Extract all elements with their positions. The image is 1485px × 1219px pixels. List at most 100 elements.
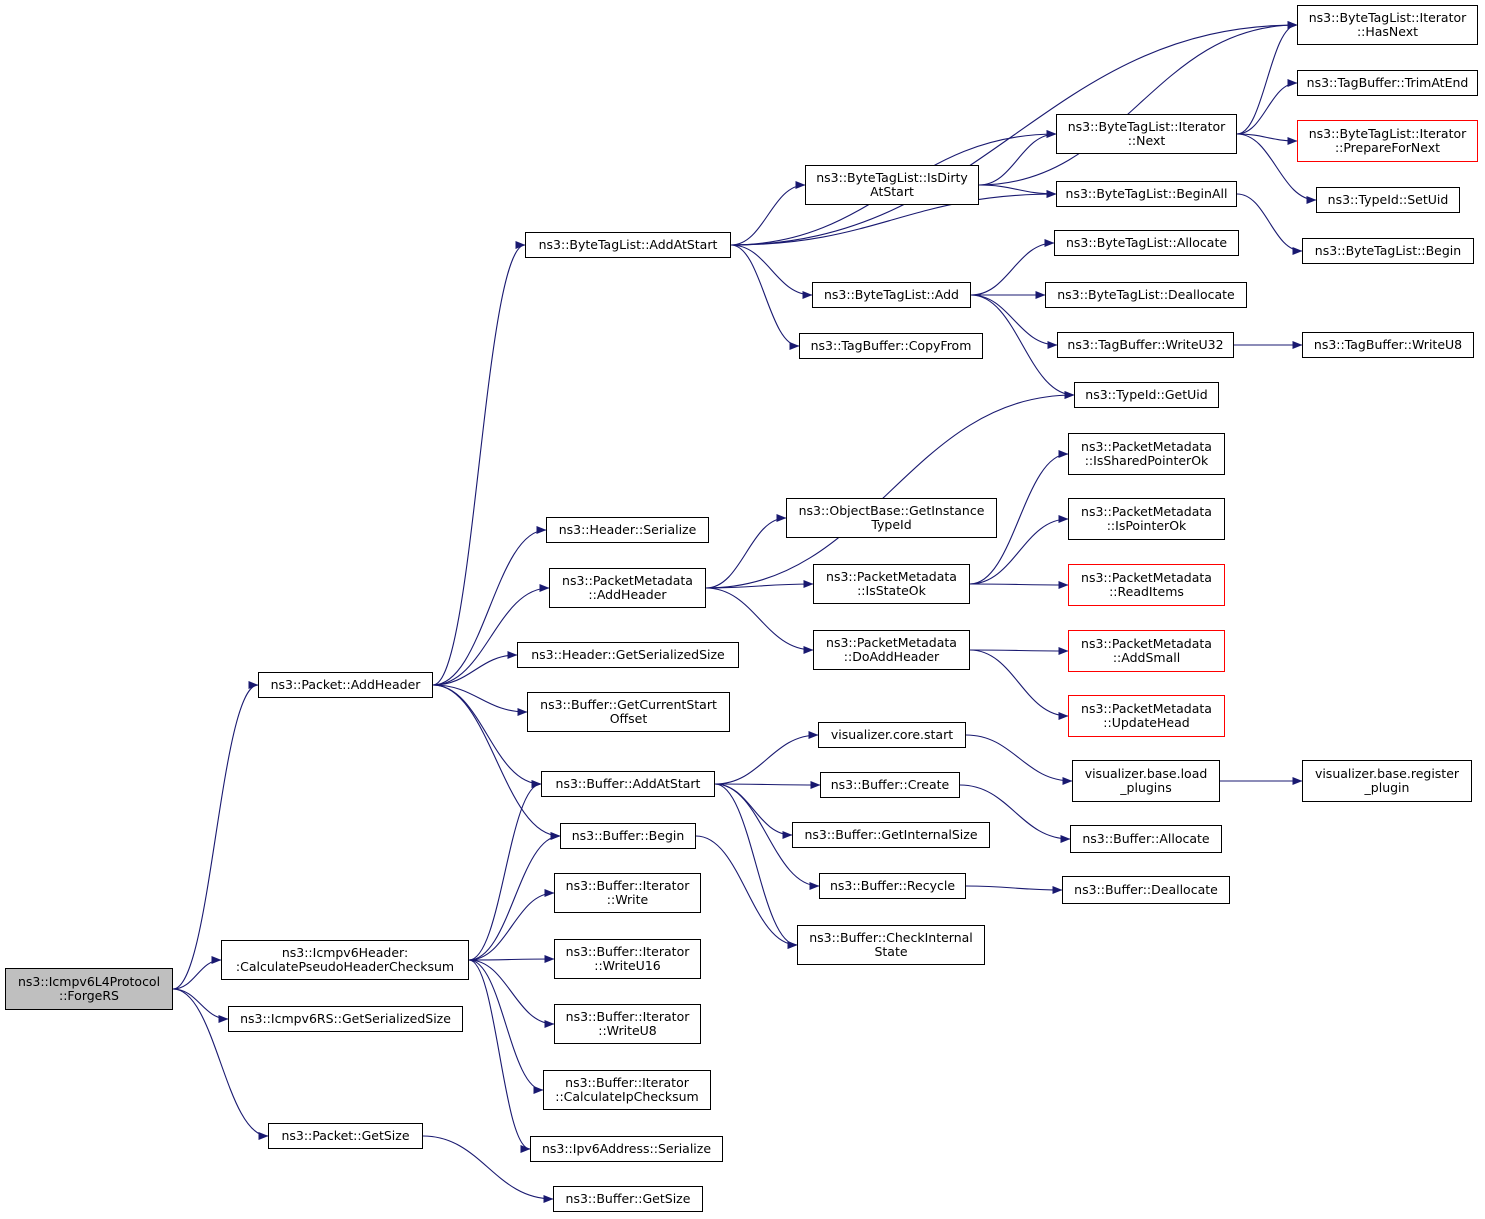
node-buf-create[interactable]: ns3::Buffer::Create <box>820 772 960 798</box>
node-ipv6-serialize[interactable]: ns3::Ipv6Address::Serialize <box>530 1136 723 1162</box>
node-header-serialize[interactable]: ns3::Header::Serialize <box>546 517 709 543</box>
node-label-line: TypeId <box>871 517 912 532</box>
node-label-line: ns3::ByteTagList::Iterator <box>1308 9 1467 25</box>
node-typeid-setuid[interactable]: ns3::TypeId::SetUid <box>1316 187 1460 213</box>
node-label-line: ns3::Header::GetSerializedSize <box>531 646 725 662</box>
edge-buf-addatstart-to-buf-create <box>714 780 821 789</box>
node-viz-base-register[interactable]: visualizer.base.register_plugin <box>1302 760 1472 802</box>
node-typeid-getuid[interactable]: ns3::TypeId::GetUid <box>1074 382 1219 408</box>
node-label-line: ns3::Icmpv6Header: <box>281 944 409 960</box>
node-pm-addheader[interactable]: ns3::PacketMetadata::AddHeader <box>549 568 706 608</box>
node-label-line: ns3::ByteTagList::AddAtStart <box>538 236 718 252</box>
node-header-getsersize[interactable]: ns3::Header::GetSerializedSize <box>517 642 739 668</box>
edge-packet-addheader-to-buf-begin <box>432 684 561 840</box>
node-btli-hasnext[interactable]: ns3::ByteTagList::Iterator::HasNext <box>1297 5 1478 45</box>
node-pm-readitems[interactable]: ns3::PacketMetadata::ReadItems <box>1068 564 1225 606</box>
node-viz-core-start[interactable]: visualizer.core.start <box>818 722 966 748</box>
node-pm-issharedptr[interactable]: ns3::PacketMetadata::IsSharedPointerOk <box>1068 433 1225 475</box>
node-label-line: ns3::Buffer::Iterator <box>565 1074 689 1090</box>
node-pm-addsmall[interactable]: ns3::PacketMetadata::AddSmall <box>1068 630 1225 672</box>
edge-packet-addheader-to-buf-getcurstart <box>432 684 528 716</box>
node-tb-copyfrom[interactable]: ns3::TagBuffer::CopyFrom <box>799 333 983 359</box>
node-it-writeu16[interactable]: ns3::Buffer::Iterator::WriteU16 <box>554 939 701 979</box>
edge-forge-rs-to-rs-getsersize <box>172 988 229 1023</box>
node-buf-addatstart[interactable]: ns3::Buffer::AddAtStart <box>541 771 715 797</box>
node-label-line: ns3::Buffer::GetCurrentStart <box>540 696 717 712</box>
node-btli-next[interactable]: ns3::ByteTagList::Iterator::Next <box>1056 114 1237 154</box>
edge-packet-addheader-to-pm-addheader <box>432 584 550 686</box>
edge-packet-addheader-to-btl-addatstart <box>432 241 526 686</box>
node-tb-writeu8[interactable]: ns3::TagBuffer::WriteU8 <box>1302 332 1474 358</box>
node-label-line: ns3::PacketMetadata <box>826 568 957 584</box>
node-pm-isptrok[interactable]: ns3::PacketMetadata::IsPointerOk <box>1068 498 1225 540</box>
node-pm-updatehead[interactable]: ns3::PacketMetadata::UpdateHead <box>1068 695 1225 737</box>
edge-calc-pseudo-to-buf-begin <box>468 832 561 961</box>
edge-btl-add-to-btl-allocate <box>970 239 1055 296</box>
node-label-line: ::DoAddHeader <box>843 649 940 664</box>
node-label-line: ns3::ByteTagList::BeginAll <box>1065 185 1228 201</box>
edge-btl-addatstart-to-btl-isdirty <box>730 181 806 246</box>
edge-forge-rs-to-calc-pseudo <box>172 956 222 990</box>
node-label-line: ::IsPointerOk <box>1106 518 1187 533</box>
node-buf-deallocate[interactable]: ns3::Buffer::Deallocate <box>1062 876 1230 904</box>
node-btl-add[interactable]: ns3::ByteTagList::Add <box>812 282 971 308</box>
node-buf-recycle[interactable]: ns3::Buffer::Recycle <box>819 873 966 899</box>
node-btli-prepare[interactable]: ns3::ByteTagList::Iterator::PrepareForNe… <box>1297 120 1478 162</box>
node-viz-base-load[interactable]: visualizer.base.load_plugins <box>1072 760 1220 802</box>
node-label-line: ::WriteU8 <box>598 1023 657 1038</box>
node-label-line: ns3::Buffer::Iterator <box>565 1008 690 1024</box>
edge-buf-begin-to-buf-checkinternal <box>695 835 798 949</box>
node-pm-isstateok[interactable]: ns3::PacketMetadata::IsStateOk <box>813 564 970 604</box>
node-buf-getsize[interactable]: ns3::Buffer::GetSize <box>553 1186 703 1212</box>
node-label-line: ::AddSmall <box>1112 650 1181 665</box>
node-label-line: AtStart <box>870 184 914 199</box>
node-label-line: ns3::Buffer::AddAtStart <box>555 775 701 791</box>
node-btl-beginall[interactable]: ns3::ByteTagList::BeginAll <box>1056 181 1237 207</box>
node-buf-getinternal[interactable]: ns3::Buffer::GetInternalSize <box>792 822 990 848</box>
node-label-line: ns3::Buffer::Begin <box>571 827 685 843</box>
edge-viz-core-start-to-viz-base-load <box>965 734 1073 785</box>
edge-calc-pseudo-to-it-writeu8 <box>468 959 555 1028</box>
node-label-line: ns3::ByteTagList::Begin <box>1314 242 1462 258</box>
node-label-line: ::ForgeRS <box>59 988 119 1003</box>
node-packet-getsize[interactable]: ns3::Packet::GetSize <box>268 1123 423 1149</box>
edge-buf-recycle-to-buf-deallocate <box>965 885 1063 894</box>
node-btl-begin[interactable]: ns3::ByteTagList::Begin <box>1302 238 1474 264</box>
edge-forge-rs-to-packet-addheader <box>172 681 259 990</box>
node-label-line: ns3::Buffer::Iterator <box>565 943 690 959</box>
node-pm-doaddheader[interactable]: ns3::PacketMetadata::DoAddHeader <box>813 630 970 670</box>
node-btl-allocate[interactable]: ns3::ByteTagList::Allocate <box>1054 230 1239 256</box>
edge-calc-pseudo-to-it-writeu16 <box>468 955 555 964</box>
edge-forge-rs-to-packet-getsize <box>172 988 269 1140</box>
node-tb-trimatend[interactable]: ns3::TagBuffer::TrimAtEnd <box>1297 70 1478 96</box>
node-label-line: ns3::Buffer::Iterator <box>565 877 690 893</box>
node-btl-addatstart[interactable]: ns3::ByteTagList::AddAtStart <box>525 232 731 258</box>
node-buf-begin[interactable]: ns3::Buffer::Begin <box>560 823 696 849</box>
node-it-calcip[interactable]: ns3::Buffer::Iterator::CalculateIpChecks… <box>543 1070 711 1110</box>
edge-calc-pseudo-to-buf-addatstart <box>468 780 542 961</box>
node-packet-addheader[interactable]: ns3::Packet::AddHeader <box>258 672 433 698</box>
node-label-line: ::IsStateOk <box>857 583 926 598</box>
node-forge-rs: ns3::Icmpv6L4Protocol::ForgeRS <box>5 968 173 1010</box>
node-label-line: ns3::PacketMetadata <box>1081 700 1212 716</box>
node-label-line: :CalculatePseudoHeaderChecksum <box>235 959 455 974</box>
edge-btl-addatstart-to-tb-copyfrom <box>730 244 800 350</box>
node-calc-pseudo[interactable]: ns3::Icmpv6Header::CalculatePseudoHeader… <box>221 940 469 980</box>
edge-buf-create-to-buf-allocate <box>959 784 1071 843</box>
node-tb-writeu32[interactable]: ns3::TagBuffer::WriteU32 <box>1057 332 1234 358</box>
node-label-line: ns3::TagBuffer::WriteU32 <box>1067 336 1224 352</box>
node-it-writeu8[interactable]: ns3::Buffer::Iterator::WriteU8 <box>554 1004 701 1044</box>
node-label-line: _plugins <box>1120 780 1172 795</box>
node-btl-deallocate[interactable]: ns3::ByteTagList::Deallocate <box>1045 282 1247 308</box>
node-rs-getsersize[interactable]: ns3::Icmpv6RS::GetSerializedSize <box>228 1006 463 1032</box>
edge-pm-addheader-to-pm-doaddheader <box>705 587 814 654</box>
edge-packet-addheader-to-buf-addatstart <box>432 684 542 788</box>
node-it-write[interactable]: ns3::Buffer::Iterator::Write <box>554 873 701 913</box>
node-label-line: ns3::TagBuffer::CopyFrom <box>810 337 972 353</box>
node-buf-allocate[interactable]: ns3::Buffer::Allocate <box>1070 825 1222 853</box>
node-label-line: ns3::ByteTagList::IsDirty <box>816 169 968 185</box>
